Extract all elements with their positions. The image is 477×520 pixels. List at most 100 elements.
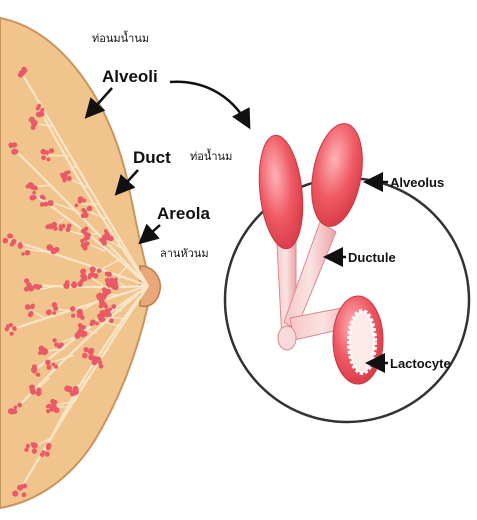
alveolus-dot	[75, 204, 79, 208]
alveolus-dot	[26, 185, 30, 189]
alveolus-dot	[24, 448, 28, 452]
alveolus-dot	[40, 453, 45, 458]
alveolus-dot	[3, 238, 9, 244]
alveolus-dot	[13, 406, 17, 410]
alveolus-dot	[25, 304, 31, 310]
alveolus-dot	[108, 278, 113, 283]
alveolus-dot	[89, 348, 95, 354]
alveolus-dot	[73, 389, 79, 395]
breast-tissue	[0, 18, 160, 508]
label-duct: Duct	[133, 148, 171, 167]
alveolus-dot	[85, 241, 90, 246]
alveolus-dot	[105, 310, 110, 315]
alveolus-dot	[21, 252, 25, 256]
alveolus-dot	[29, 311, 34, 316]
alveolus-dot	[54, 407, 60, 413]
alveolus-dot	[40, 202, 45, 207]
alveolus-dot	[32, 449, 37, 454]
alveolus-dot	[47, 404, 51, 408]
alveolus-dot	[78, 196, 84, 202]
label-areola: Areola	[157, 204, 210, 223]
alveolus-dot	[67, 176, 72, 181]
alveolus-dot	[46, 409, 50, 413]
alveolus-dot	[80, 316, 84, 320]
alveolus-dot	[97, 314, 101, 318]
alveolus-dot	[5, 327, 9, 331]
alveolus-dot	[111, 285, 115, 289]
alveolus-dot	[41, 155, 46, 160]
alveolus-dot	[97, 268, 102, 273]
alveolus-dot	[30, 186, 34, 190]
alveolus-dot	[12, 326, 17, 331]
alveolus-dot	[32, 191, 36, 195]
alveolus-dot	[78, 323, 82, 327]
alveolus-dot	[51, 248, 57, 254]
alveolus-dot	[11, 149, 17, 155]
alveolus-dot	[9, 323, 13, 327]
alveolus-dot	[107, 272, 112, 277]
alveolus-dot	[47, 200, 53, 206]
alveolus-dot	[36, 112, 42, 118]
alveolus-dot	[66, 227, 71, 232]
thai-label-areola: ลานหัวนม	[160, 248, 209, 260]
alveolus-dot	[32, 195, 36, 199]
thai-label-top: ท่อนมน้ำนม	[92, 30, 149, 45]
alveolus-dot	[41, 149, 47, 155]
arrow-areola	[142, 225, 160, 241]
alveolus-dot	[83, 231, 88, 236]
alveolus-dot	[26, 444, 30, 448]
alveolus-dot	[64, 386, 70, 392]
alveolus-dot	[52, 302, 58, 308]
arrow-alveoli-to-circle	[170, 82, 248, 125]
label-lactocyte: Lactocyte	[390, 356, 451, 371]
alveolus-dot	[105, 231, 110, 236]
alveolus-dot	[22, 492, 27, 497]
alveolus-dot	[11, 239, 17, 245]
label-alveoli: Alveoli	[102, 67, 158, 86]
alveolus-dot	[7, 233, 12, 238]
alveolus-dot	[12, 491, 18, 497]
alveolus-dot	[31, 367, 37, 373]
alveolus-dot	[38, 351, 42, 355]
alveolus-dot	[83, 213, 88, 218]
alveolus-dot	[45, 360, 51, 366]
alveolus-dot	[64, 174, 68, 178]
alveolus-dot	[46, 365, 51, 370]
alveolus-dot	[25, 250, 30, 255]
alveolus-dot	[42, 348, 48, 354]
alveolus-dot	[49, 148, 54, 153]
alveolus-dot	[17, 403, 22, 408]
alveolus-dot	[88, 274, 92, 278]
alveolus-dot	[18, 72, 23, 77]
alveolus-dot	[71, 314, 75, 318]
label-alveolus: Alveolus	[390, 175, 444, 190]
alveolus-dot	[84, 227, 89, 232]
alveolus-dot	[99, 238, 103, 242]
alveolus-dot	[109, 318, 114, 323]
alveolus-dot	[18, 244, 23, 249]
alveolus-dot	[51, 362, 55, 366]
alveolus-dot	[81, 273, 86, 278]
alveolus-dot	[9, 144, 13, 148]
alveolus-dot	[24, 287, 29, 292]
alveolus-dot	[52, 311, 56, 315]
alveolus-dot	[8, 408, 14, 414]
alveolus-dot	[31, 120, 37, 126]
alveolus-dot	[87, 206, 93, 212]
alveolus-dot	[30, 389, 36, 395]
alveolus-dot	[84, 347, 89, 352]
alveolus-dot	[50, 399, 55, 404]
alveolus-dot	[104, 304, 108, 308]
alveolus-dot	[88, 354, 94, 360]
alveolus-dot	[17, 485, 23, 491]
alveolus-dot	[42, 196, 46, 200]
alveolus-dot	[81, 208, 85, 212]
alveolus-dot	[45, 452, 50, 457]
alveolus-dot	[10, 332, 14, 336]
alveolus-dot	[37, 104, 41, 108]
alveolus-dot	[46, 309, 52, 315]
alveolus-dot	[31, 442, 37, 448]
alveolus-dot	[38, 285, 42, 289]
alveolus-dot	[111, 304, 116, 309]
